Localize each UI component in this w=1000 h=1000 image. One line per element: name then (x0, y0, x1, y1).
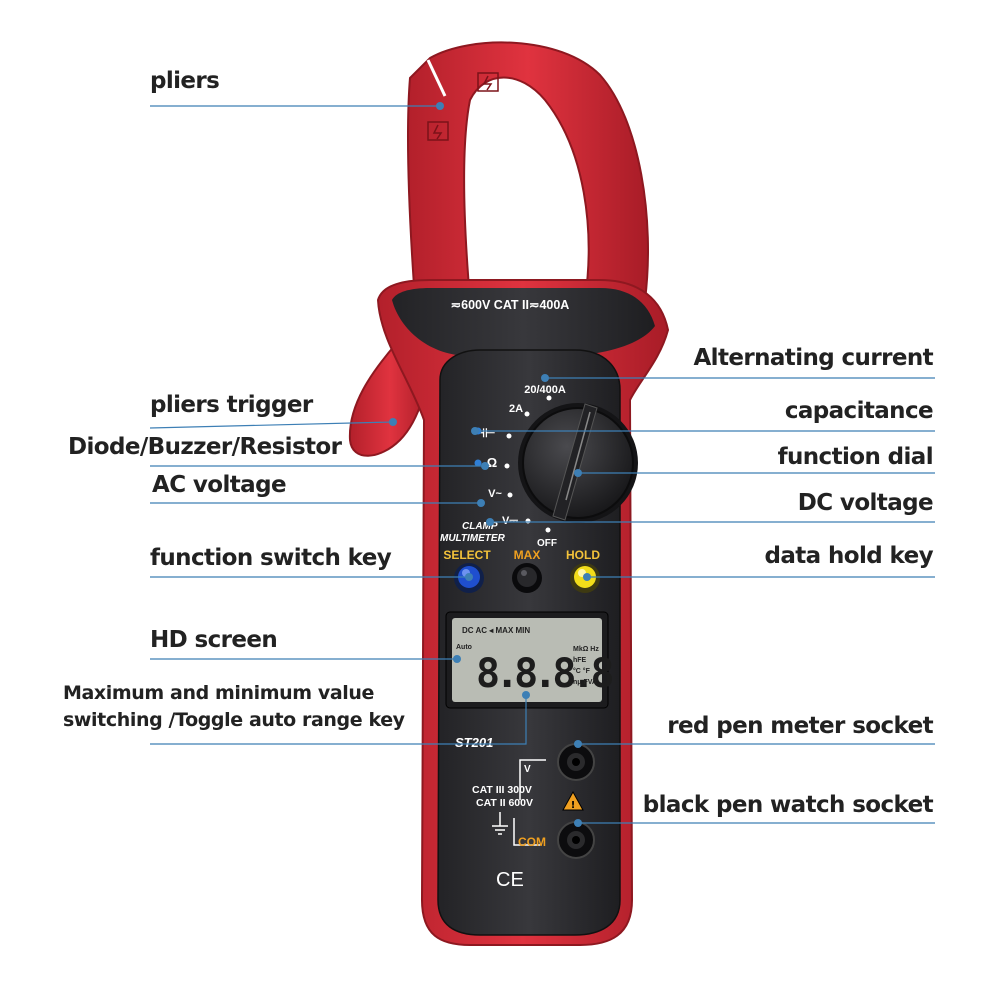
leader-dots (389, 102, 591, 827)
com-label: COM (518, 835, 546, 849)
max-button[interactable] (512, 563, 542, 593)
label-pliers: pliers (150, 68, 220, 94)
svg-text:!: ! (571, 800, 576, 811)
hd-screen: DC AC ◂ MAX MIN Auto 8.8.8.8 MkΩ Hz hFE … (445, 611, 617, 709)
dial-label-off: OFF (537, 538, 557, 549)
jack-v-label: V (524, 764, 531, 775)
label-max-min-line2: switching /Toggle auto range key (63, 709, 405, 731)
lcd-digits: 8.8.8.8 (476, 651, 612, 697)
lcd-units-3: °C °F (573, 667, 591, 675)
label-hd-screen: HD screen (150, 627, 278, 653)
rating-text: ≂600V CAT II≂400A (451, 298, 570, 312)
warning-icon (562, 790, 584, 811)
dial-label-2a: 2A (509, 403, 523, 415)
dial-label-400a: 20/400A (524, 384, 566, 396)
black-pen-socket[interactable] (557, 821, 595, 859)
dial-position-dots (504, 395, 552, 533)
lcd-units-4: nμ FVA (573, 679, 597, 686)
label-pliers-trigger: pliers trigger (150, 392, 313, 418)
lcd-units-1: MkΩ Hz (573, 646, 599, 653)
ce-mark: CE (496, 869, 524, 891)
jaw-warning-mark-left (427, 121, 449, 141)
lcd-top-indicators: DC AC ◂ MAX MIN (462, 626, 530, 635)
device-name-line1: CLAMP (462, 521, 498, 532)
red-pen-socket[interactable] (557, 743, 595, 781)
dial-dot-ohm (474, 459, 482, 467)
label-diode-buzzer-resistor: Diode/Buzzer/Resistor (68, 434, 342, 460)
jaw-warning-mark-top (477, 72, 499, 92)
label-alternating-current: Alternating current (693, 345, 933, 371)
cat3-rating: CAT III 300V (472, 784, 532, 796)
label-data-hold-key: data hold key (764, 543, 933, 569)
label-red-pen-socket: red pen meter socket (667, 713, 933, 739)
label-dc-voltage: DC voltage (797, 490, 934, 516)
label-function-switch-key: function switch key (150, 545, 392, 571)
label-function-dial: function dial (777, 444, 934, 470)
hold-label: HOLD (566, 548, 600, 562)
label-black-pen-socket: black pen watch socket (642, 792, 934, 818)
max-label: MAX (514, 548, 541, 562)
dial-label-ohm: Ω (487, 455, 497, 470)
lcd-units-2: hFE (573, 657, 587, 664)
label-ac-voltage: AC voltage (152, 472, 287, 498)
leader-lines (149, 105, 935, 824)
dial-label-ac-voltage: V~ (488, 488, 502, 500)
label-max-min-line1: Maximum and minimum value (63, 682, 375, 704)
cat2-rating: CAT II 600V (476, 797, 533, 809)
select-label: SELECT (443, 548, 491, 562)
label-capacitance: capacitance (784, 398, 934, 424)
lcd-auto: Auto (456, 644, 472, 651)
device-name-line2: MULTIMETER (440, 533, 506, 544)
function-dial[interactable] (518, 403, 638, 523)
dial-label-dc-voltage: V⎓ (502, 515, 518, 527)
model-name: ST201 (455, 735, 493, 750)
clamp-jaw (406, 41, 649, 301)
